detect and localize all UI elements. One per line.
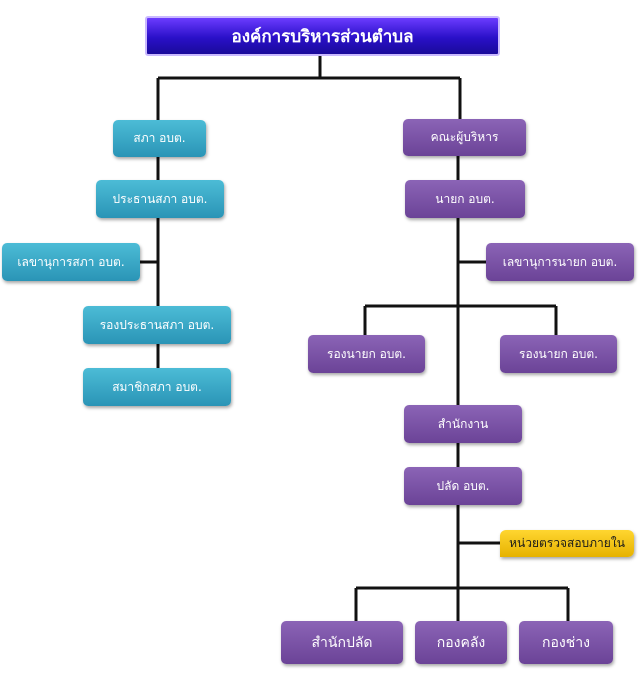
mayor-secretary-box: เลขานุการนายก อบต. bbox=[486, 243, 634, 281]
council-members-box: สมาชิกสภา อบต. bbox=[83, 368, 231, 406]
executive-box: คณะผู้บริหาร bbox=[403, 119, 526, 156]
mayor-box: นายก อบต. bbox=[405, 180, 525, 218]
council-president-box: ประธานสภา อบต. bbox=[96, 180, 224, 218]
org-title: องค์การบริหารส่วนตำบล bbox=[145, 16, 500, 56]
council-box: สภา อบต. bbox=[113, 120, 206, 157]
office-box: สำนักงาน bbox=[404, 405, 522, 443]
internal-audit-box: หน่วยตรวจสอบภายใน bbox=[500, 530, 634, 557]
chief-officer-box: ปลัด อบต. bbox=[404, 467, 522, 505]
division-finance-box: กองคลัง bbox=[415, 621, 507, 664]
council-secretary-box: เลขานุการสภา อบต. bbox=[2, 243, 140, 281]
deputy-mayor-right-box: รองนายก อบต. bbox=[500, 335, 617, 373]
deputy-mayor-left-box: รองนายก อบต. bbox=[308, 335, 425, 373]
division-engineering-box: กองช่าง bbox=[519, 621, 613, 664]
council-vice-president-box: รองประธานสภา อบต. bbox=[83, 306, 231, 344]
division-office-box: สำนักปลัด bbox=[281, 621, 403, 664]
